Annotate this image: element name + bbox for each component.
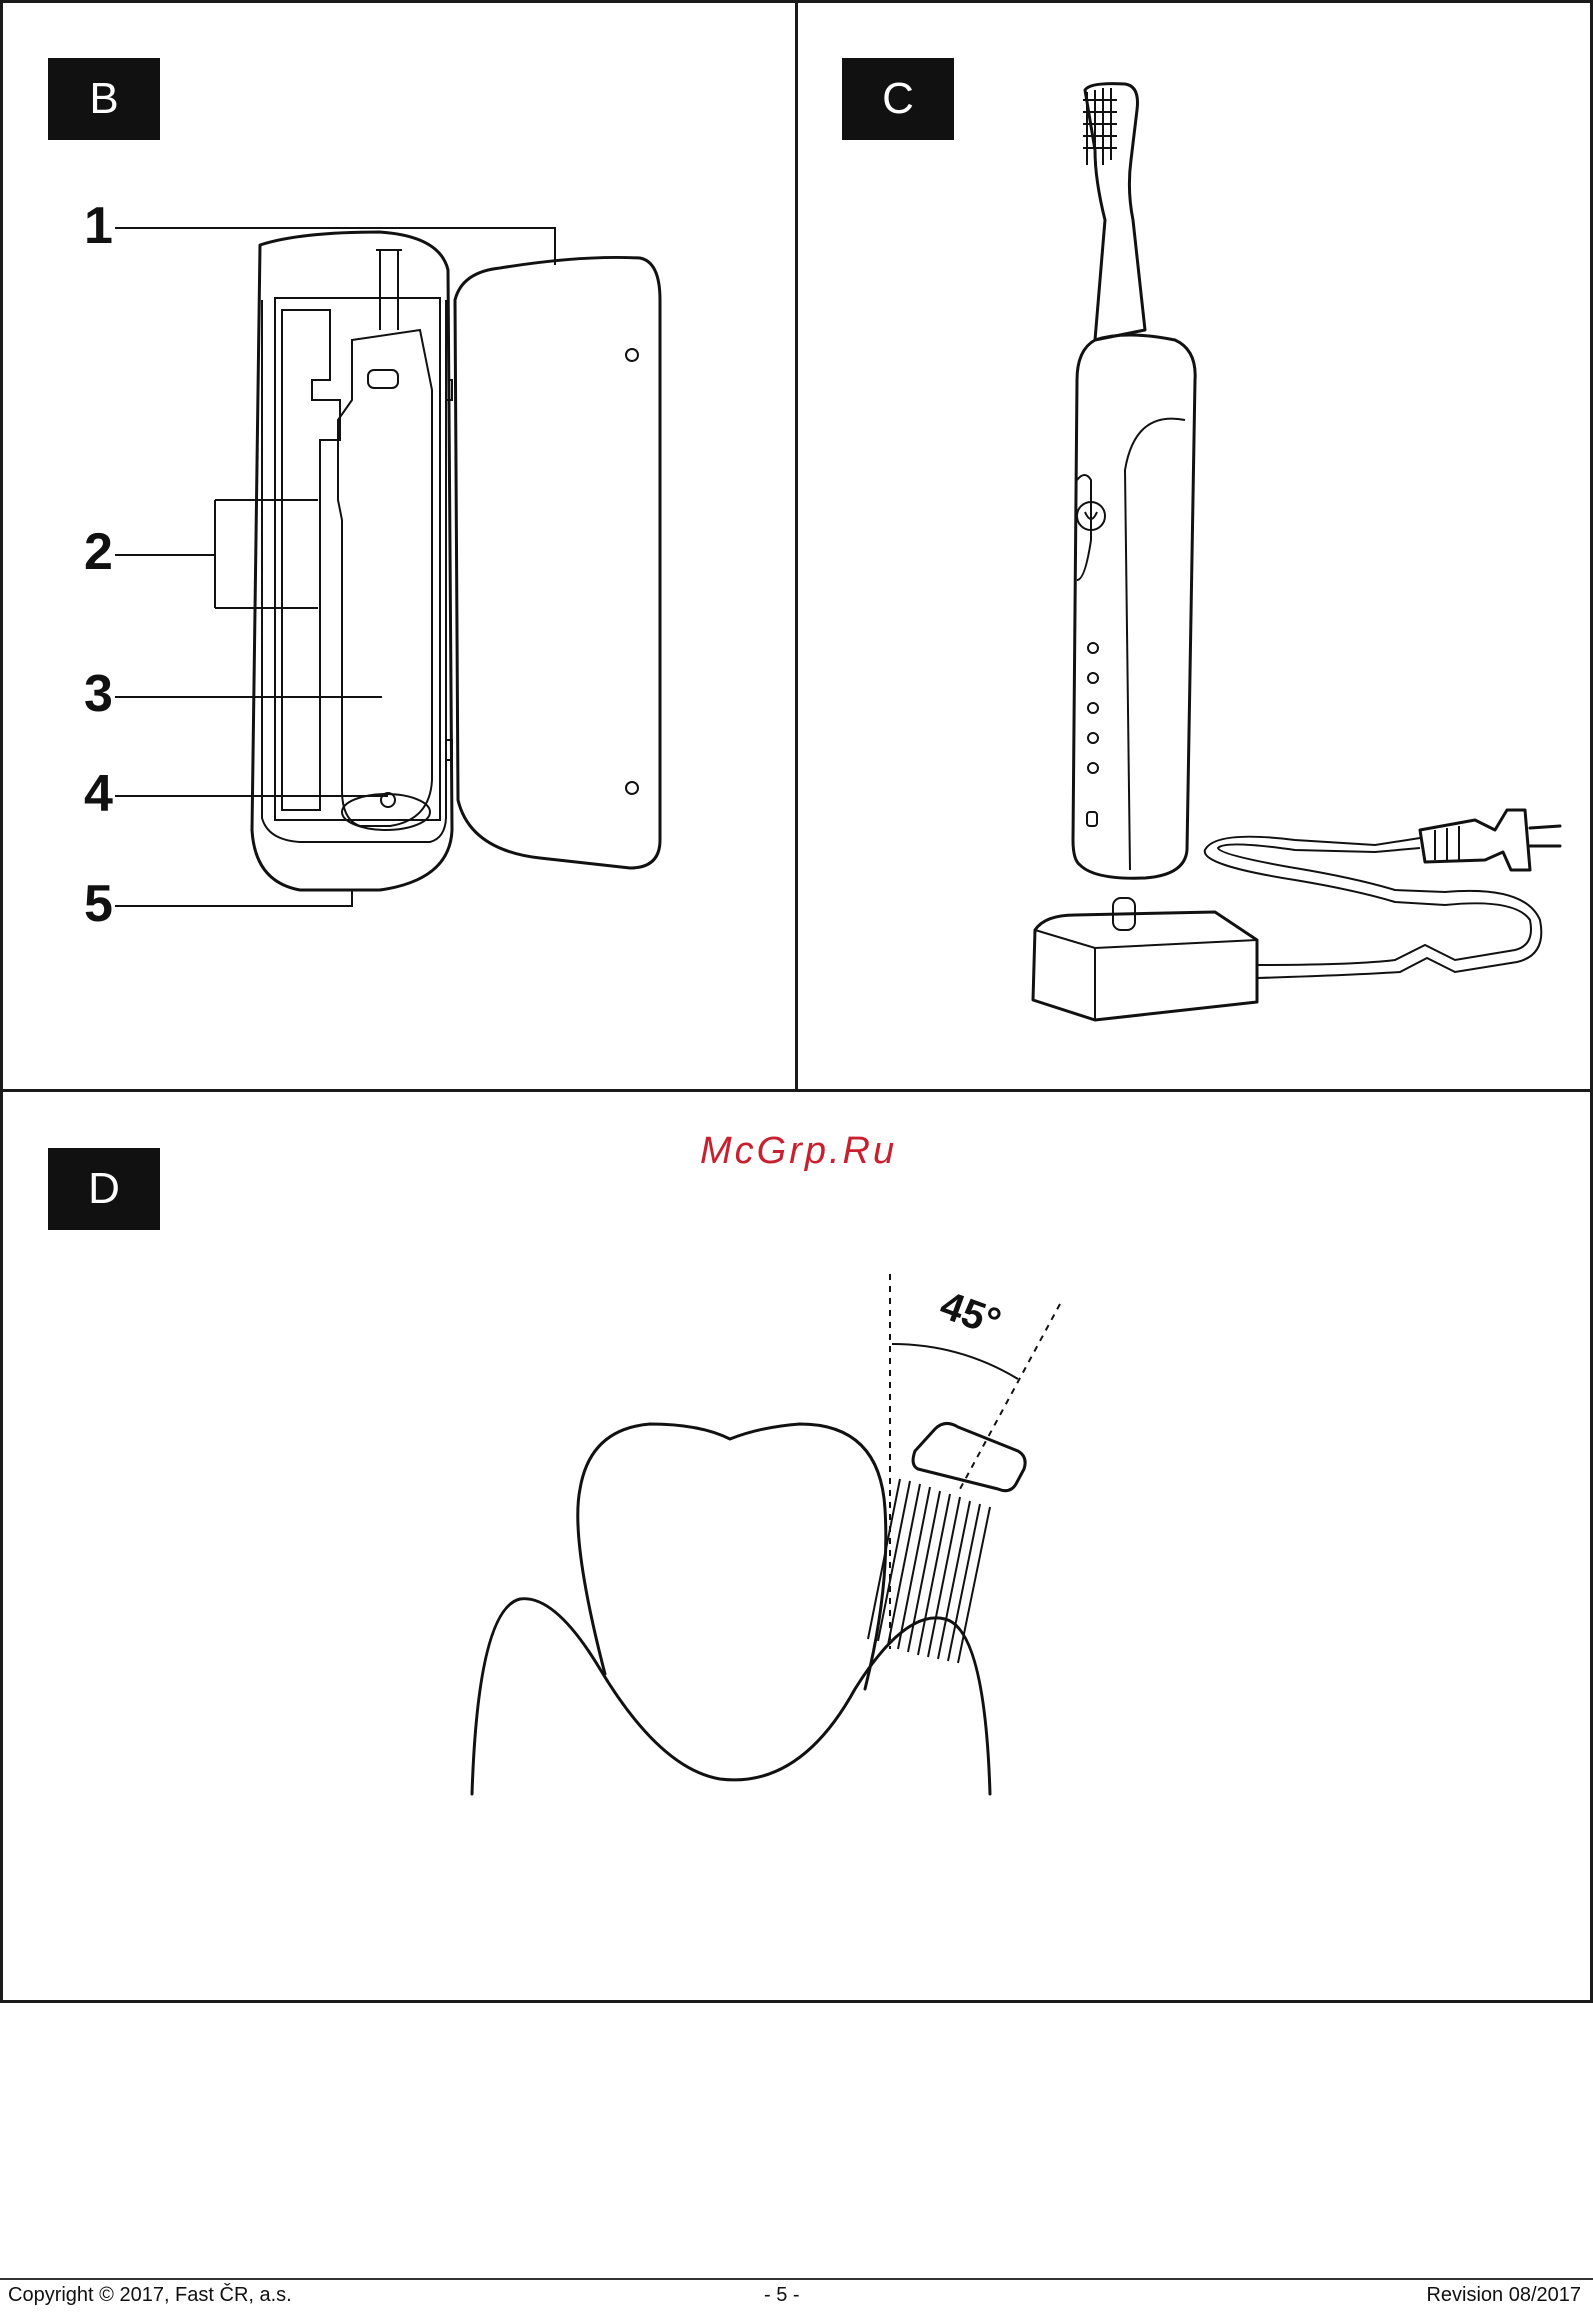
travel-case-illustration [0, 0, 798, 1092]
footer-copyright: Copyright © 2017, Fast ČR, a.s. [8, 2284, 292, 2307]
footer-rule [0, 2278, 1593, 2280]
callout-3: 3 [84, 664, 113, 724]
toothbrush-charger-illustration [795, 0, 1593, 1092]
callout-5: 5 [84, 874, 113, 934]
callout-4: 4 [84, 764, 113, 824]
footer-page-number: - 5 - [764, 2284, 800, 2307]
brushing-angle-illustration [0, 1089, 1593, 2003]
callout-1: 1 [84, 196, 113, 256]
callout-2: 2 [84, 522, 113, 582]
watermark: McGrp.Ru [700, 1130, 897, 1173]
footer-revision: Revision 08/2017 [1426, 2284, 1581, 2307]
